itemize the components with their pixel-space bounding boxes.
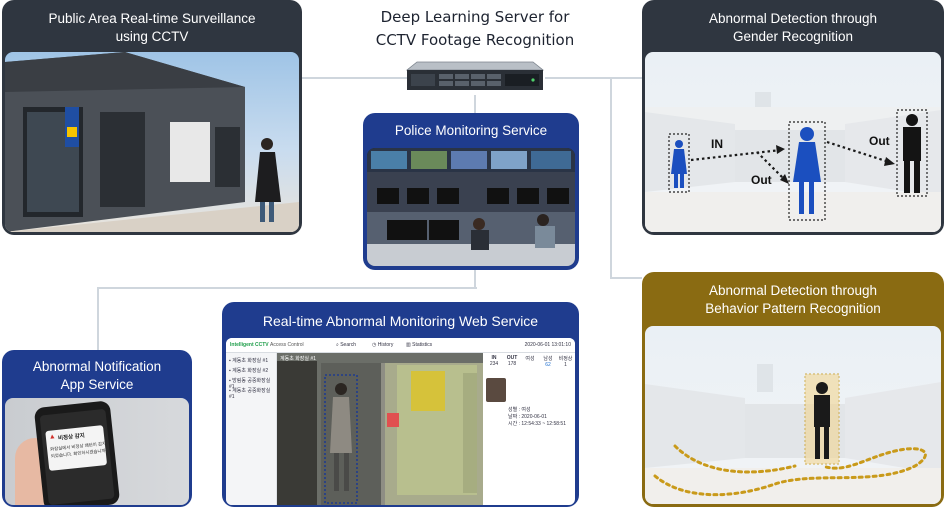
- connector-server-gender: [545, 77, 643, 79]
- surveillance-title-line2: using CCTV: [115, 29, 189, 44]
- app-card: Abnormal Notification App Service ▲ 비정상 …: [2, 350, 192, 507]
- label-out-1: Out: [751, 173, 772, 187]
- web-sidebar-item-label: 방림동 공중화장실 #1: [229, 378, 271, 390]
- police-card-title: Police Monitoring Service: [394, 123, 548, 138]
- surveillance-title-line1: Public Area Real-time Surveillance: [48, 11, 256, 26]
- connector-surveillance-server: [300, 77, 410, 79]
- web-video-feed[interactable]: 계동초 화장실 #1: [277, 353, 483, 505]
- web-card-title: Real-time Abnormal Monitoring Web Servic…: [262, 313, 539, 329]
- web-detail-panel: 성별 : 여성 날짜 : 2020-06-01 시간 : 12:54:33 ~ …: [484, 376, 575, 436]
- stat-abnormal-label: 비정상: [558, 356, 573, 362]
- stat-abnormal: 비정상 1: [557, 355, 574, 368]
- web-nav-history-label: History: [377, 342, 394, 348]
- web-nav-history[interactable]: ◷ History: [372, 342, 394, 348]
- gender-scene: IN Out Out: [645, 52, 941, 232]
- phone-screen: ▲ 비정상 감지 화장실에서 비정상 패턴이 감지 되었습니다. 확인하시겠습니…: [39, 408, 115, 505]
- web-sidebar: ▪ 계동초 화장실 #1 ▪ 계동초 화장실 #2 ▪ 방림동 공중화장실 #1…: [226, 353, 277, 505]
- app-title-line2: App Service: [60, 377, 134, 392]
- behavior-title-line2: Behavior Pattern Recognition: [705, 301, 881, 316]
- behavior-card-title: Abnormal Detection through Behavior Patt…: [642, 282, 944, 318]
- behavior-card: Abnormal Detection through Behavior Patt…: [642, 272, 944, 507]
- app-photo: ▲ 비정상 감지 화장실에서 비정상 패턴이 감지 되었습니다. 확인하시겠습니…: [5, 398, 189, 505]
- app-title-line1: Abnormal Notification: [32, 359, 162, 374]
- stat-out-label: OUT: [506, 355, 518, 361]
- server-title-line1: Deep Learning Server for: [380, 8, 570, 26]
- surveillance-card: Public Area Real-time Surveillance using…: [2, 0, 302, 235]
- surveillance-photo: [5, 52, 299, 232]
- detail-gender: 성별 : 여성: [508, 407, 531, 413]
- server-title: Deep Learning Server for CCTV Footage Re…: [360, 6, 590, 52]
- web-stats-panel: IN 234 OUT 178 여성 남성 62 비정상 1: [484, 353, 575, 375]
- rack-server-icon: [405, 61, 545, 90]
- web-brand-cctv: CCTV: [255, 342, 269, 348]
- stat-male: 남성 62: [540, 355, 556, 368]
- alert-dialog[interactable]: ▲ 비정상 감지 화장실에서 비정상 패턴이 감지 되었습니다. 확인하시겠습니…: [45, 425, 108, 471]
- stat-in: IN 234: [486, 355, 502, 367]
- person-silhouette: [814, 382, 830, 459]
- web-nav-statistics[interactable]: ▥ Statistics: [406, 342, 433, 348]
- gender-title-line1: Abnormal Detection through: [708, 11, 878, 26]
- stat-out: OUT 178: [504, 355, 520, 367]
- web-sidebar-item[interactable]: ▪ 방림동 공중화장실 #1: [229, 378, 271, 390]
- surveillance-card-title: Public Area Real-time Surveillance using…: [2, 10, 302, 46]
- female-silhouette-small: [671, 140, 687, 188]
- web-brand-suffix: Access Control: [270, 342, 304, 348]
- stat-female: 여성: [522, 355, 538, 362]
- web-nav-search-label: Search: [340, 342, 357, 348]
- gender-card: Abnormal Detection through Gender Recogn…: [642, 0, 944, 235]
- web-sidebar-item[interactable]: ▪ 계동초 화장실 #2: [229, 368, 269, 374]
- connector-right-behavior: [610, 277, 642, 279]
- behavior-scene: [645, 326, 941, 504]
- female-silhouette-large: [793, 127, 821, 214]
- web-nav-statistics-label: Statistics: [412, 342, 433, 348]
- phone-device: ▲ 비정상 감지 화장실에서 비정상 패턴이 감지 되었습니다. 확인하시겠습니…: [33, 400, 121, 505]
- web-brand-prefix: Intelligent: [230, 342, 254, 348]
- stat-male-value: 62: [545, 362, 551, 368]
- app-card-title: Abnormal Notification App Service: [2, 358, 192, 394]
- stat-male-label: 남성: [543, 356, 553, 362]
- stat-in-value: 234: [489, 361, 499, 367]
- web-screenshot: Intelligent CCTV Access Control ⌕ Search…: [226, 338, 575, 505]
- web-sidebar-item[interactable]: ▪ 계동초 공중화장실 #1: [229, 388, 271, 400]
- detail-date: 날짜 : 2020-06-01: [508, 414, 547, 420]
- alert-title: 비정상 감지: [57, 433, 86, 442]
- web-card: Real-time Abnormal Monitoring Web Servic…: [222, 302, 579, 507]
- web-brand: Intelligent CCTV Access Control: [230, 342, 304, 348]
- web-topbar: Intelligent CCTV Access Control ⌕ Search…: [226, 338, 575, 353]
- stat-in-label: IN: [491, 355, 497, 361]
- web-sidebar-item-label: 계동초 공중화장실 #1: [229, 388, 271, 400]
- detail-time: 시간 : 12:54:33 ~ 12:58:51: [508, 421, 566, 427]
- connector-server-police: [474, 95, 476, 115]
- server-title-line2: CCTV Footage Recognition: [375, 31, 575, 49]
- connector-vertical-right: [610, 78, 612, 278]
- gender-card-title: Abnormal Detection through Gender Recogn…: [642, 10, 944, 46]
- police-card: Police Monitoring Service: [363, 113, 579, 270]
- stat-out-value: 178: [507, 361, 517, 367]
- connector-down-app: [97, 287, 99, 351]
- stat-abnormal-value: 1: [564, 362, 567, 368]
- label-in: IN: [711, 137, 723, 151]
- web-nav-search[interactable]: ⌕ Search: [336, 342, 357, 348]
- person-thumbnail[interactable]: [486, 378, 506, 402]
- connector-police-web: [474, 268, 476, 288]
- stat-female-label: 여성: [525, 356, 535, 362]
- behavior-title-line1: Abnormal Detection through: [708, 283, 878, 298]
- label-out-2: Out: [869, 134, 890, 148]
- connector-horizontal-bottom: [97, 287, 477, 289]
- web-sidebar-item[interactable]: ▪ 계동초 화장실 #1: [229, 358, 269, 364]
- police-photo: [367, 148, 575, 266]
- web-sidebar-item-label: 계동초 화장실 #1: [232, 358, 269, 364]
- warning-icon: ▲: [48, 433, 57, 441]
- pedestrian-figure: [255, 138, 281, 222]
- male-silhouette: [903, 114, 921, 193]
- web-video-label: 계동초 화장실 #1: [280, 356, 316, 362]
- web-sidebar-item-label: 계동초 화장실 #2: [232, 368, 269, 374]
- web-datetime: 2020-06-01 13:01:10: [524, 342, 571, 348]
- gender-title-line2: Gender Recognition: [732, 29, 854, 44]
